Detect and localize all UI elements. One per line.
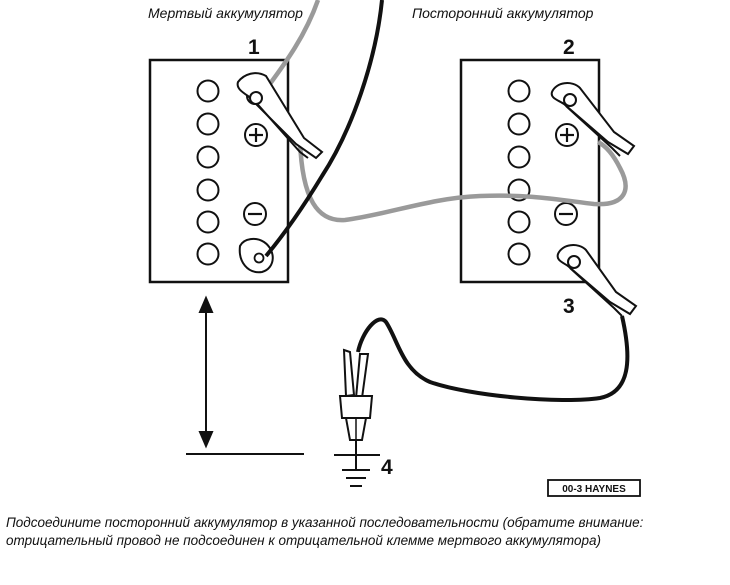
step-number-3: 3 [563, 295, 575, 318]
negative-cable-upper [264, 0, 384, 258]
dead-battery-negative-terminal [238, 237, 274, 274]
clamp-external-positive [550, 82, 636, 157]
ground-icon [334, 440, 380, 487]
dead-battery-plus-icon [244, 123, 268, 147]
ground-clamp [338, 348, 374, 441]
clamp-dead-positive [236, 72, 324, 160]
clamp-external-negative [556, 244, 638, 317]
step-number-1: 1 [248, 36, 260, 59]
dead-battery-minus-icon [243, 202, 267, 226]
haynes-badge: 00-3 HAYNES [547, 479, 641, 497]
svg-text:00-3 HAYNES: 00-3 HAYNES [562, 484, 626, 495]
jump-start-diagram: Мертвый аккумулятор Посторонний аккумуля… [148, 0, 641, 497]
figure-caption: Подсоедините посторонний аккумулятор в у… [6, 515, 644, 548]
step-number-4: 4 [381, 456, 393, 479]
distance-arrow [186, 295, 304, 455]
external-battery-label: Посторонний аккумулятор [412, 5, 594, 21]
external-battery [459, 58, 601, 284]
dead-battery [148, 58, 290, 284]
negative-cable-lower [356, 315, 630, 403]
step-number-2: 2 [563, 36, 575, 59]
external-battery-minus-icon [554, 202, 578, 226]
external-battery-plus-icon [555, 123, 579, 147]
dead-battery-label: Мертвый аккумулятор [148, 5, 303, 21]
